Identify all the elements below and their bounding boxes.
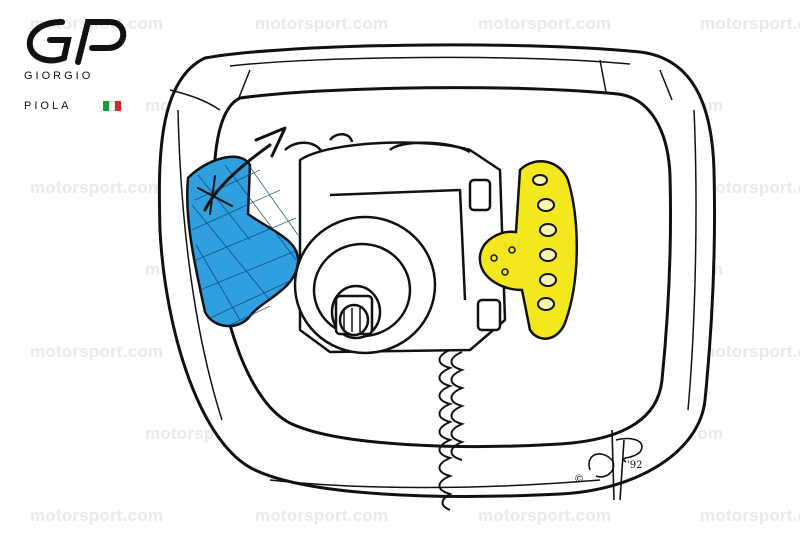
signature-year: '92 [627, 460, 643, 471]
brand-line-2: PIOLA [24, 100, 72, 112]
quick-release-hub [293, 215, 437, 355]
right-paddle [478, 160, 579, 340]
copyright-mark: © [574, 474, 584, 485]
shift-direction-arrow-icon [197, 126, 287, 215]
gp-logo-icon [26, 19, 127, 65]
coiled-cable [438, 349, 465, 511]
italian-flag-icon [103, 101, 121, 111]
brand-line-1: GIORGIO [24, 70, 94, 82]
left-paddle [185, 155, 300, 328]
